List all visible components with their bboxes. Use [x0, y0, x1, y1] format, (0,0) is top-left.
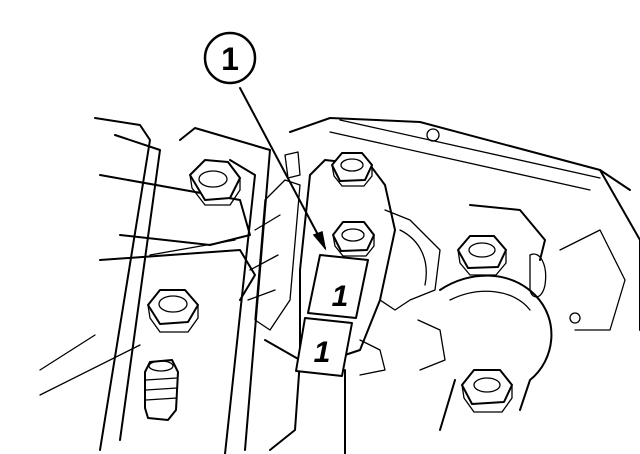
right-crank-section [439, 204, 553, 431]
bolt-hole [426, 128, 440, 142]
hex-bolt [461, 369, 513, 413]
hex-bolt [332, 221, 375, 257]
hex-bolt [457, 235, 507, 276]
leader-arrowhead [312, 230, 327, 251]
left-bearing-rail [39, 117, 271, 454]
callout-circle [203, 31, 257, 85]
rod-mark-face [307, 254, 369, 319]
hex-bolt [331, 152, 373, 187]
leader-line [239, 87, 326, 249]
left-bolts [144, 159, 241, 421]
cap-cylinder-mark: 1 [314, 336, 331, 369]
stud-bolt [144, 359, 179, 421]
callout-number: 1 [221, 41, 239, 77]
engine-block-outline [289, 117, 640, 331]
rod-cylinder-mark: 1 [332, 280, 349, 313]
oil-hole [529, 253, 547, 298]
hex-bolt [189, 159, 241, 206]
cap-mark-face [295, 317, 353, 377]
bolt-hole [569, 312, 581, 324]
hex-bolt [147, 289, 199, 333]
cylinder-marks: 1 1 [295, 254, 369, 377]
callout-1: 1 [203, 31, 327, 251]
cap-bolts [331, 152, 375, 257]
